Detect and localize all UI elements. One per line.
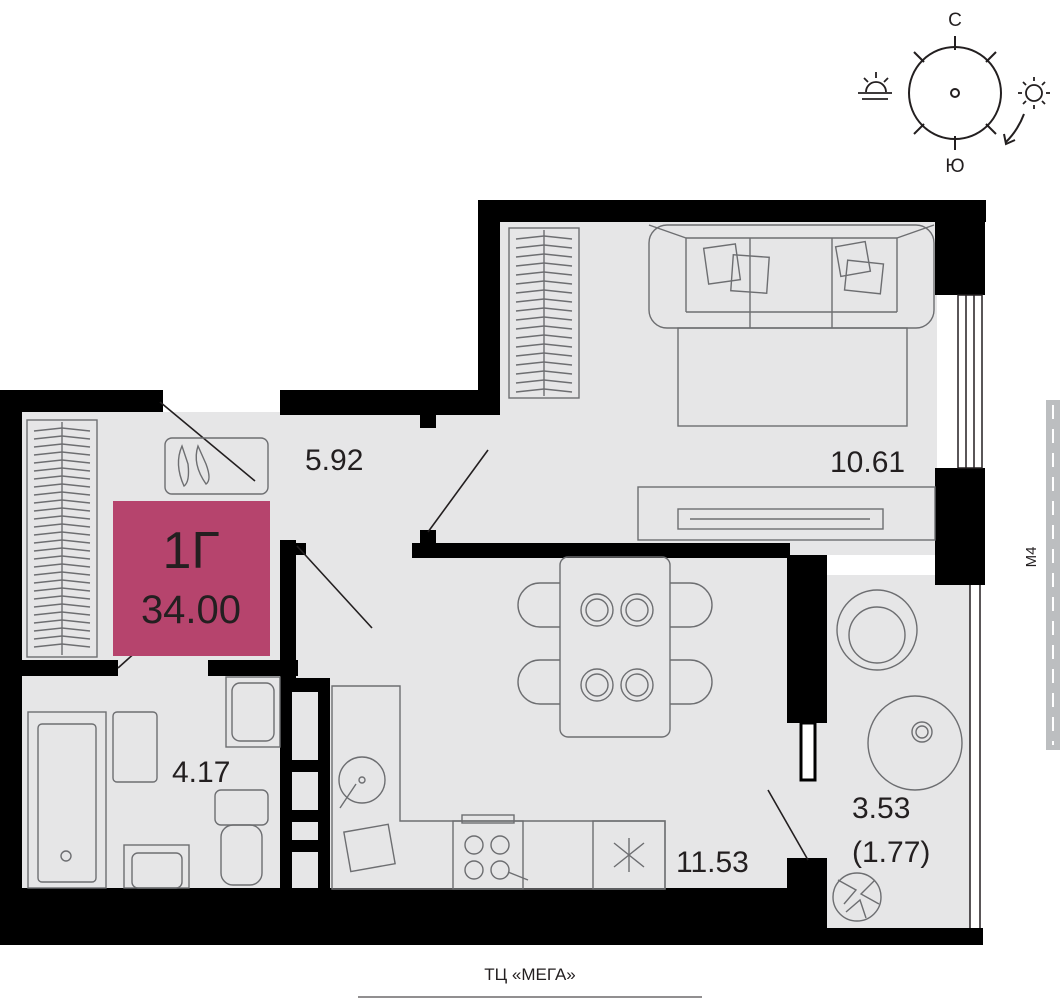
hanger: [33, 603, 91, 608]
room-labels: 5.92 10.61 4.17 11.53 3.53 (1.77): [172, 444, 930, 879]
room-area-kitchen: 11.53: [676, 846, 749, 879]
hanger: [33, 499, 91, 504]
hanger: [515, 370, 573, 375]
mall-label: ТЦ «МЕГА»: [484, 965, 576, 984]
furniture: [26, 224, 963, 922]
hanger: [515, 244, 573, 249]
hanger: [33, 483, 91, 488]
hanger: [33, 595, 91, 600]
hanger: [33, 539, 91, 544]
hanger: [33, 475, 91, 480]
hanger: [33, 435, 91, 440]
apartment-code: 1Г: [162, 522, 219, 580]
hanger: [515, 235, 573, 240]
hanger: [33, 507, 91, 512]
bathroom-fixtures: [27, 676, 281, 889]
hanger: [33, 491, 91, 496]
hanger: [515, 343, 573, 348]
hanger: [33, 635, 91, 640]
walls: [0, 200, 986, 945]
hangers: [33, 235, 573, 648]
hanger: [515, 361, 573, 366]
bedroom-wardrobe: [508, 227, 580, 399]
hanger: [515, 307, 573, 312]
hanger: [33, 427, 91, 432]
hanger: [515, 379, 573, 384]
room-area-balcony: 3.53: [852, 792, 910, 825]
hanger: [33, 587, 91, 592]
hanger: [515, 289, 573, 294]
hanger: [515, 388, 573, 393]
room-area-bedroom: 10.61: [830, 446, 905, 479]
hanger: [33, 571, 91, 576]
shoe-mat: [164, 437, 269, 495]
hanger: [33, 515, 91, 520]
hanger: [33, 443, 91, 448]
bed: [677, 327, 908, 427]
sofa: [648, 224, 935, 329]
floor-areas: [22, 220, 970, 930]
hanger: [33, 627, 91, 632]
room-area-bathroom: 4.17: [172, 756, 230, 789]
hanger: [515, 271, 573, 276]
window-bedroom: [957, 294, 983, 469]
hanger: [515, 334, 573, 339]
hanger: [515, 253, 573, 258]
hanger: [515, 352, 573, 357]
hall-wardrobe: [26, 419, 98, 658]
hanger: [515, 298, 573, 303]
hanger: [33, 643, 91, 648]
hanger: [515, 325, 573, 330]
hanger: [33, 467, 91, 472]
dining-set: [517, 556, 713, 738]
kitchen-counter: [331, 685, 666, 890]
balcony-furniture: [832, 589, 963, 922]
road-m4: М4: [1023, 400, 1060, 750]
road-label: М4: [1023, 547, 1040, 568]
hanger: [33, 459, 91, 464]
apartment-badge: 1Г 34.00: [113, 501, 270, 656]
sunset-icon: [858, 72, 892, 100]
hanger: [33, 563, 91, 568]
compass-north: С: [948, 10, 962, 31]
hanger: [33, 531, 91, 536]
compass-icon: [908, 36, 1025, 150]
room-area-balcony-reduced: (1.77): [852, 836, 930, 869]
window-balcony: [969, 585, 981, 928]
hanger: [33, 547, 91, 552]
sunrise-icon: [1018, 77, 1050, 109]
hanger: [33, 579, 91, 584]
hanger: [33, 611, 91, 616]
hanger: [33, 555, 91, 560]
compass-south: Ю: [945, 156, 964, 177]
hanger: [33, 523, 91, 528]
apartment-total-area: 34.00: [141, 588, 241, 632]
hanger: [515, 316, 573, 321]
tv-unit: [637, 486, 936, 541]
hanger: [515, 262, 573, 267]
room-area-hall: 5.92: [305, 444, 363, 477]
hanger: [33, 619, 91, 624]
hanger: [515, 280, 573, 285]
hanger: [33, 451, 91, 456]
